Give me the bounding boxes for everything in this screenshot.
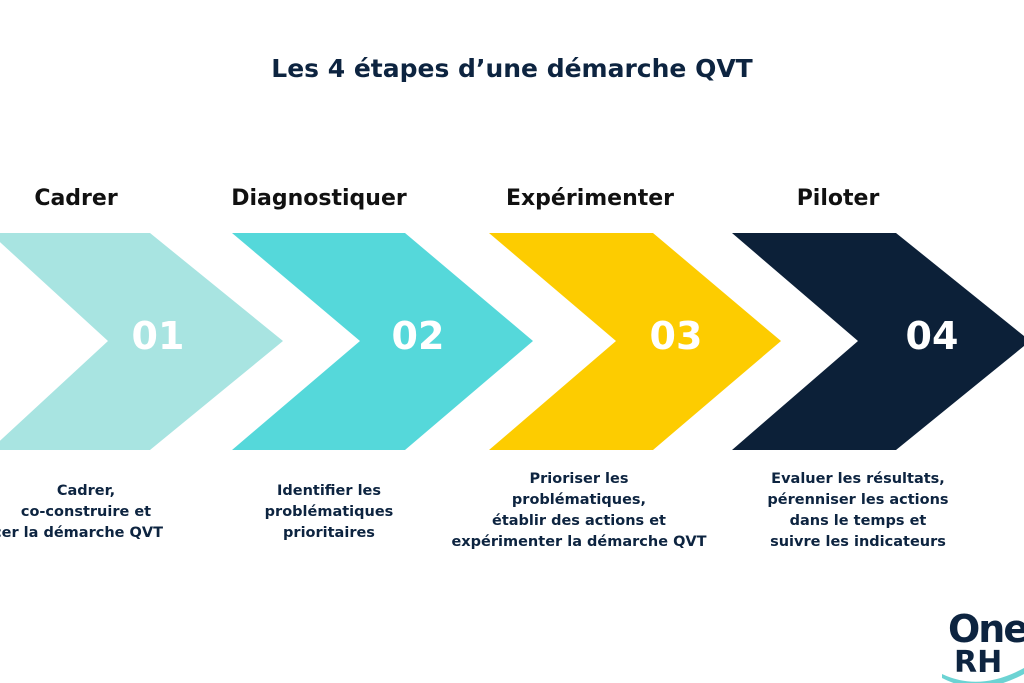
chevron-step-1 [0, 233, 283, 450]
step-1-title: Cadrer [34, 186, 118, 211]
step-4-title: Piloter [796, 186, 880, 211]
step-2-description: Identifier les problématiques prioritair… [179, 481, 479, 544]
desc-line: expérimenter la démarche QVT [451, 534, 707, 550]
step-2-number: 02 [392, 314, 445, 358]
step-3-title: Expérimenter [505, 186, 675, 211]
step-2-title: Diagnostiquer [231, 186, 407, 211]
page-title: Les 4 étapes d’une démarche QVT [271, 54, 753, 83]
one-rh-logo: One RH [942, 608, 1024, 683]
desc-line: prioritaires [283, 525, 375, 541]
desc-line: Prioriser les [529, 471, 629, 487]
step-3-description: Prioriser les problématiques, établir de… [429, 469, 729, 553]
desc-line: établir des actions et [492, 513, 666, 529]
svg-text:RH: RH [954, 645, 1002, 680]
desc-line: problématiques [264, 504, 394, 520]
desc-line: co-construire et [20, 504, 152, 520]
chevron-step-3 [489, 233, 781, 450]
desc-line: dans le temps et [789, 513, 927, 529]
chevron-step-4 [732, 233, 1024, 450]
desc-line: suivre les indicateurs [770, 534, 946, 550]
step-3-number: 03 [650, 314, 703, 358]
desc-line: Evaluer les résultats, [771, 471, 945, 487]
desc-line: Cadrer, [56, 483, 116, 499]
desc-line: Identifier les [276, 483, 382, 499]
desc-line: cer la démarche QVT [0, 525, 163, 541]
desc-line: pérenniser les actions [767, 492, 949, 508]
step-4-number: 04 [906, 314, 959, 358]
svg-text:One: One [948, 608, 1024, 651]
step-1-number: 01 [132, 314, 185, 358]
chevron-step-2 [232, 233, 533, 450]
step-1-description: Cadrer, co-construire et cer la démarche… [0, 481, 236, 544]
step-4-description: Evaluer les résultats, pérenniser les ac… [708, 469, 1008, 553]
desc-line: problématiques, [511, 492, 647, 508]
